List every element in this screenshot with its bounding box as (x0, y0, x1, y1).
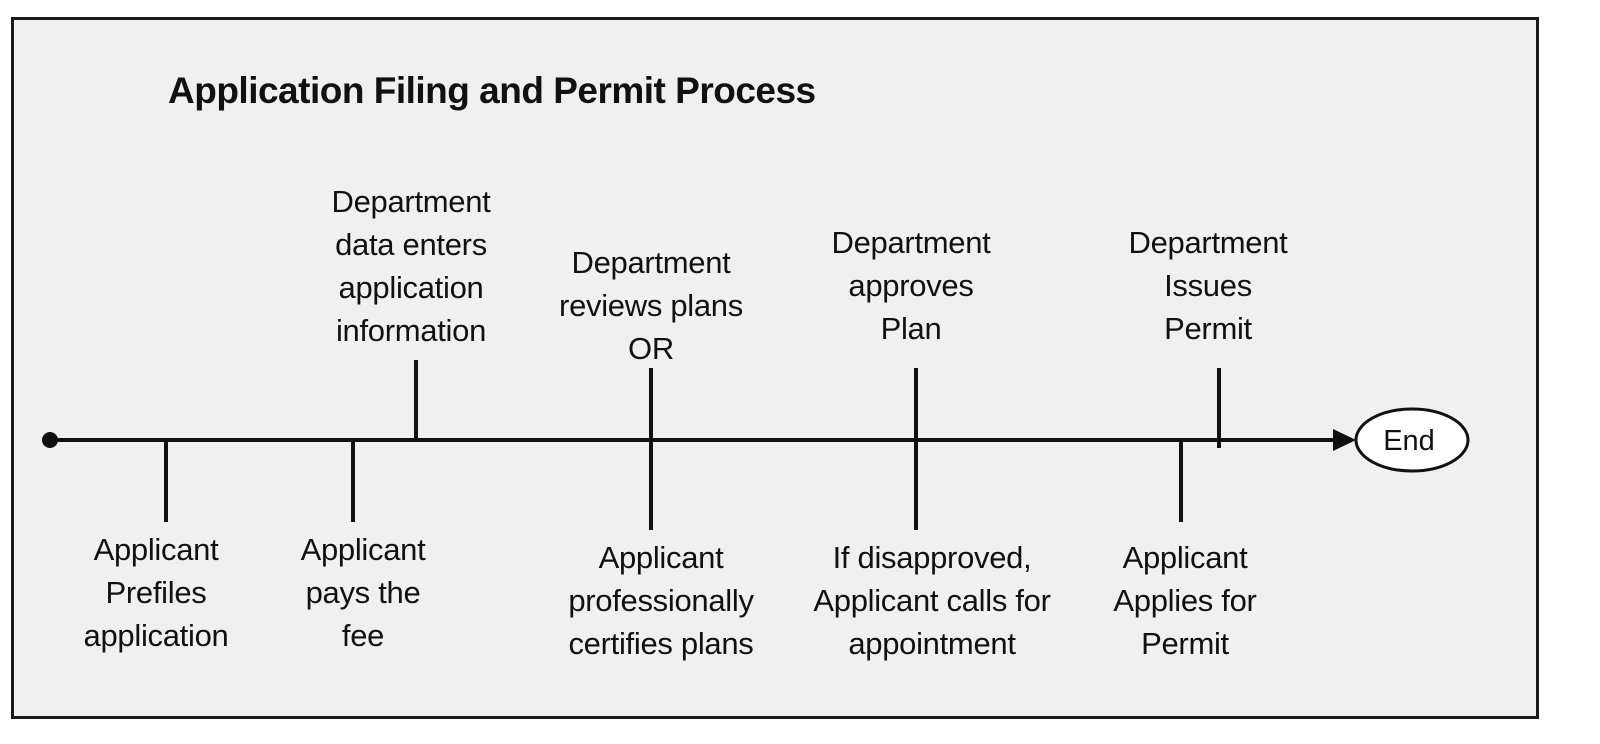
label-applicant-certifies: Applicant professionally certifies plans (568, 540, 754, 661)
diagram-frame (11, 17, 1539, 719)
end-terminal (1354, 407, 1470, 473)
end-label: End (1383, 425, 1435, 457)
label-applicant-pays: Applicant pays the fee (300, 532, 426, 653)
timeline-start-dot (42, 432, 58, 448)
timeline-arrowhead (1333, 429, 1356, 451)
label-dept-reviews: Department reviews plans OR (559, 245, 743, 366)
label-applicant-appointment: If disapproved, Applicant calls for appo… (813, 540, 1051, 661)
label-dept-issues: Department Issues Permit (1128, 225, 1288, 346)
label-applicant-prefiles: Applicant Prefiles application (83, 532, 229, 653)
diagram-title: Application Filing and Permit Process (168, 70, 816, 111)
label-applicant-applies: Applicant Applies for Permit (1113, 540, 1257, 661)
label-dept-approves: Department approves Plan (831, 225, 991, 346)
label-dept-data-entry: Department data enters application infor… (331, 184, 491, 348)
